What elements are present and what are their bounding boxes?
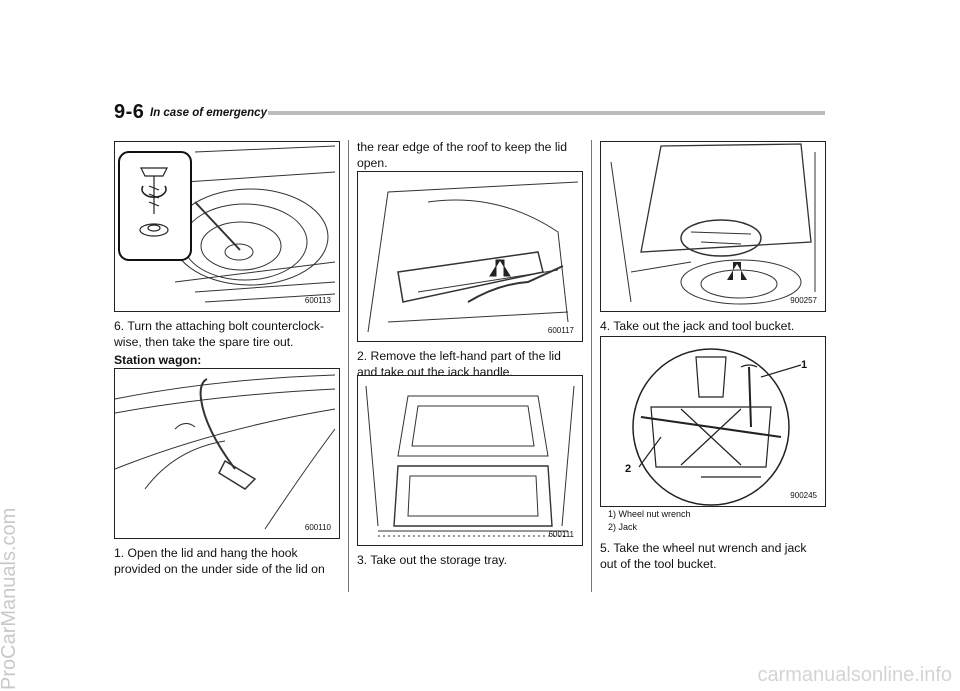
lid-hook-drawing bbox=[115, 374, 336, 530]
spare-tire-illustration: 600113 bbox=[114, 141, 340, 312]
legend-item-1: 1) Wheel nut wrench bbox=[608, 509, 691, 519]
step-1: 1. Open the lid and hang the hook provid… bbox=[114, 546, 325, 576]
step-1-continuation: the rear edge of the roof to keep the li… bbox=[357, 140, 568, 170]
jack-handle-illustration: 600117 bbox=[357, 171, 583, 342]
column-divider bbox=[348, 140, 349, 592]
step-3-text: 3. Take out the storage tray. bbox=[357, 552, 583, 568]
legend-item-2: 2) Jack bbox=[608, 522, 638, 532]
callout-2: 2 bbox=[625, 463, 632, 475]
step-6-text: 6. Turn the attaching bolt counterclock-… bbox=[114, 318, 340, 350]
jack-handle-drawing bbox=[367, 181, 579, 333]
step-1-text: 1. Open the lid and hang the hook provid… bbox=[114, 545, 340, 577]
step-1-continued: the rear edge of the roof to keep the li… bbox=[357, 139, 583, 171]
lid-hook-illustration: 600110 bbox=[114, 368, 340, 539]
storage-tray-illustration: 600111 bbox=[357, 375, 583, 546]
storage-tray-drawing bbox=[365, 385, 575, 537]
bottom-watermark: carmanualsonline.info bbox=[757, 664, 952, 686]
step-6: 6. Turn the attaching bolt counterclock-… bbox=[114, 319, 325, 349]
step-5: 5. Take the wheel nut wrench and jack ou… bbox=[600, 541, 807, 571]
figure-code: 600110 bbox=[304, 523, 331, 532]
callout-1: 1 bbox=[801, 359, 808, 371]
column-divider bbox=[591, 140, 592, 592]
page-number: 9-6 bbox=[114, 101, 145, 123]
section-title: In case of emergency bbox=[150, 107, 267, 119]
figure-code: 600117 bbox=[547, 326, 574, 335]
jack-wrench-drawing bbox=[632, 348, 802, 506]
figure-code: 600113 bbox=[304, 296, 331, 305]
step-5-text: 5. Take the wheel nut wrench and jack ou… bbox=[600, 540, 826, 572]
side-watermark: ProCarManuals.com bbox=[0, 507, 20, 690]
header-rule bbox=[268, 111, 825, 115]
jack-wrench-illustration: 1 2 900245 bbox=[600, 336, 826, 507]
station-wagon-heading: Station wagon: bbox=[114, 353, 202, 367]
step-4: 4. Take out the jack and tool bucket. bbox=[600, 319, 795, 333]
spare-tire-drawing bbox=[118, 145, 336, 303]
jack-bucket-drawing bbox=[610, 143, 816, 305]
step-4-text: 4. Take out the jack and tool bucket. bbox=[600, 318, 826, 334]
figure-code: 900245 bbox=[790, 491, 817, 500]
figure-code: 900257 bbox=[790, 296, 817, 305]
figure-legend: 1) Wheel nut wrench 2) Jack bbox=[608, 508, 691, 534]
jack-bucket-illustration: 900257 bbox=[600, 141, 826, 312]
figure-code: 600111 bbox=[548, 530, 574, 539]
step-3: 3. Take out the storage tray. bbox=[357, 553, 507, 567]
